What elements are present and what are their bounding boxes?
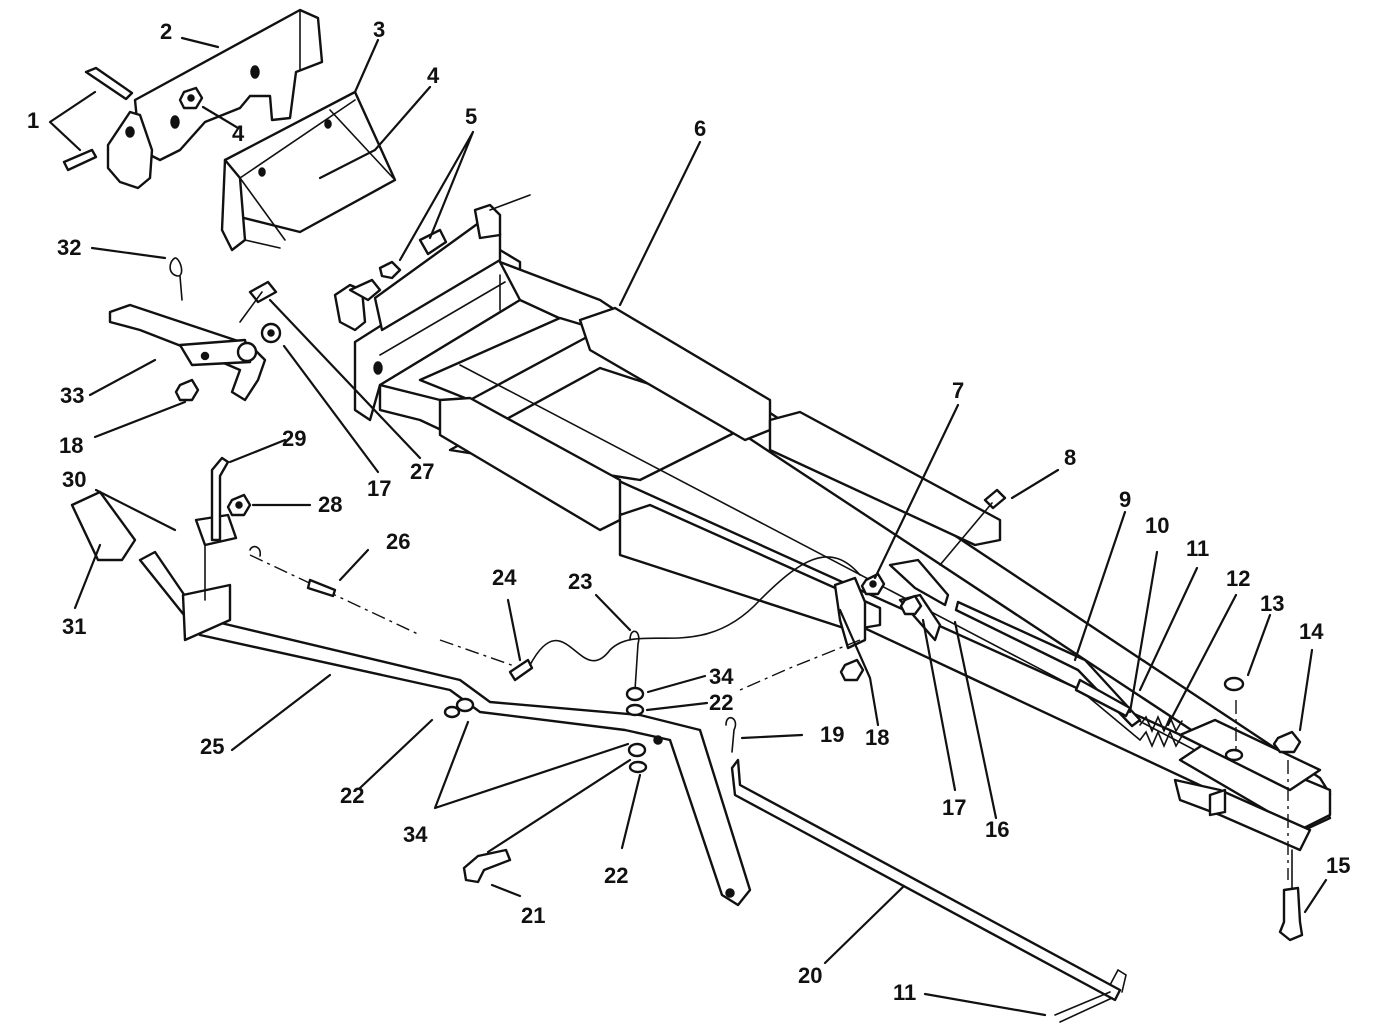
callout-4: 4 xyxy=(427,63,440,88)
callout-20: 20 xyxy=(798,963,822,988)
callout-26: 26 xyxy=(386,529,410,554)
leader-lines xyxy=(48,36,1328,1017)
spring-part-12 xyxy=(1139,714,1183,749)
channel-bracket-part-3 xyxy=(220,90,397,252)
control-rod-part-20 xyxy=(730,758,1127,1002)
callout-17: 17 xyxy=(367,476,391,501)
nut-part-28 xyxy=(226,493,252,517)
callout-18: 18 xyxy=(59,433,83,458)
nut-part-18b xyxy=(839,658,865,682)
cotter-pin-part-11 xyxy=(1054,991,1113,1023)
bolt-part-21 xyxy=(462,848,512,884)
callout-4: 4 xyxy=(232,121,245,146)
mounting-bracket-part-2 xyxy=(106,8,324,190)
nut-part-14 xyxy=(1272,730,1302,754)
callout-1: 1 xyxy=(27,108,39,133)
callout-24: 24 xyxy=(492,565,517,590)
spring-part-23 xyxy=(529,556,861,691)
callout-28: 28 xyxy=(318,492,342,517)
callout-19: 19 xyxy=(820,722,844,747)
callout-8: 8 xyxy=(1064,445,1076,470)
handle-grip-part-31 xyxy=(70,490,137,562)
bolt-part-5 xyxy=(378,228,448,280)
nut-part-17b xyxy=(899,594,923,616)
callout-13: 13 xyxy=(1260,591,1284,616)
lift-lever-part-33 xyxy=(108,303,267,402)
washer-part-22 xyxy=(443,703,648,774)
callout-11: 11 xyxy=(893,980,916,1005)
callout-6: 6 xyxy=(694,116,706,141)
bushing-part-34 xyxy=(455,686,647,758)
clevis-part-24 xyxy=(508,658,534,682)
latch-rod-part-29 xyxy=(210,456,230,542)
handle-bar-part-25 xyxy=(138,550,752,907)
hairpin-part-19 xyxy=(725,716,737,753)
bolt-part-15 xyxy=(1278,849,1304,942)
callout-18: 18 xyxy=(865,725,889,750)
callout-22: 22 xyxy=(604,863,628,888)
shoulder-bolt-part-27 xyxy=(239,280,278,323)
bolt-part-8 xyxy=(939,488,1007,566)
nut-part-18 xyxy=(174,378,200,402)
callout-21: 21 xyxy=(521,903,545,928)
callout-33: 33 xyxy=(60,383,84,408)
link-part-10 xyxy=(1074,678,1132,718)
washer-part-17 xyxy=(260,322,282,344)
callout-10: 10 xyxy=(1145,513,1169,538)
callout-7: 7 xyxy=(952,378,964,403)
callout-5: 5 xyxy=(465,104,477,129)
callout-14: 14 xyxy=(1299,619,1324,644)
pivot-bracket-part-16 xyxy=(833,558,950,650)
main-frame-part-6 xyxy=(353,194,1332,852)
callout-34: 34 xyxy=(709,664,734,689)
callout-31: 31 xyxy=(62,614,86,639)
callout-30: 30 xyxy=(62,467,86,492)
callout-labels: 1 2 3 4 4 5 6 7 8 9 10 11 11 12 13 14 15… xyxy=(27,17,1350,1005)
hairpin-part-32 xyxy=(169,257,183,301)
callout-12: 12 xyxy=(1226,566,1250,591)
callout-25: 25 xyxy=(200,734,224,759)
callout-22: 22 xyxy=(340,783,364,808)
callout-34: 34 xyxy=(403,822,428,847)
callout-32: 32 xyxy=(57,235,81,260)
callout-3: 3 xyxy=(373,17,385,42)
callout-9: 9 xyxy=(1119,487,1131,512)
callout-29: 29 xyxy=(282,426,306,451)
callout-17: 17 xyxy=(942,795,966,820)
cable-part-26 xyxy=(249,545,521,669)
callout-22: 22 xyxy=(709,690,733,715)
washer-part-13 xyxy=(1223,676,1245,762)
callout-16: 16 xyxy=(985,817,1009,842)
bolt-part-1 xyxy=(62,66,134,172)
callout-23: 23 xyxy=(568,569,592,594)
callout-2: 2 xyxy=(160,19,172,44)
pivot-link-part-9 xyxy=(333,278,382,332)
callout-11: 11 xyxy=(1186,536,1209,561)
callout-27: 27 xyxy=(410,459,434,484)
callout-15: 15 xyxy=(1326,853,1350,878)
